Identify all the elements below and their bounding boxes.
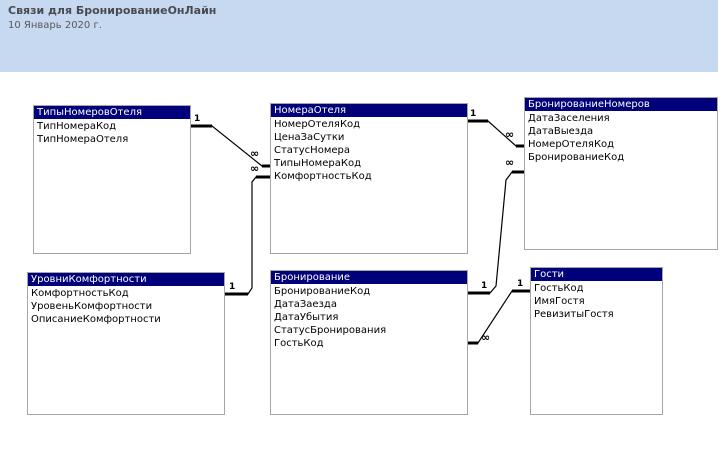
entity-field[interactable]: ДатаУбытия	[274, 312, 339, 323]
entity-field[interactable]: ТипНомераКод	[37, 121, 117, 132]
cardinality-one-marker: 1	[229, 282, 236, 292]
report-date: 10 Январь 2020 г.	[8, 20, 102, 31]
entity-field[interactable]: КомфортностьКод	[31, 288, 129, 299]
cardinality-many-marker: ∞	[505, 156, 515, 169]
entity-field[interactable]: УровеньКомфортности	[31, 301, 153, 312]
entity-field[interactable]: ДатаЗаселения	[528, 113, 610, 124]
entity-field[interactable]: КомфортностьКод	[274, 171, 372, 182]
relationship-line-rel-nomera-bronnomerov[interactable]	[468, 120, 524, 147]
entity-field[interactable]: БронированиеКод	[528, 152, 625, 163]
entity-field[interactable]: ОписаниеКомфортности	[31, 314, 161, 325]
entity-field[interactable]: ГостьКод	[534, 283, 584, 294]
cardinality-many-marker: ∞	[250, 162, 260, 175]
entity-field[interactable]: НомерОтеляКод	[528, 139, 615, 150]
entity-field[interactable]: ИмяГостя	[534, 296, 585, 307]
relationship-line-rel-komfortnost-nomera[interactable]	[225, 176, 270, 295]
cardinality-many-marker: ∞	[481, 331, 491, 344]
entity-field[interactable]: СтатусНомера	[274, 145, 350, 156]
entity-table-title: ТипыНомеровОтеля	[34, 106, 190, 119]
cardinality-one-marker: 1	[470, 109, 477, 119]
entity-field[interactable]: СтатусБронирования	[274, 325, 387, 336]
relationship-line-rel-bronirovanie-bronnomerov[interactable]	[468, 171, 524, 294]
relationship-line-rel-tipy-nomera[interactable]	[191, 125, 270, 167]
entity-field[interactable]: ТипыНомераКод	[274, 158, 361, 169]
entity-table-title: УровниКомфортности	[28, 273, 224, 286]
relationship-line-rel-gosti-bronirovanie[interactable]	[468, 290, 530, 344]
report-header-band: Связи для БронированиеОнЛайн 10 Январь 2…	[0, 0, 718, 72]
cardinality-one-marker: 1	[194, 114, 201, 124]
entity-field[interactable]: БронированиеКод	[274, 286, 371, 297]
cardinality-one-marker: 1	[481, 281, 488, 291]
entity-table-title: БронированиеНомеров	[525, 98, 717, 111]
entity-table-title: Гости	[531, 268, 662, 281]
page-title: Связи для БронированиеОнЛайн	[8, 4, 217, 17]
cardinality-one-marker: 1	[517, 279, 524, 289]
entity-field[interactable]: ДатаВыезда	[528, 126, 594, 137]
entity-field[interactable]: ТипНомераОтеля	[37, 134, 129, 145]
entity-field[interactable]: РевизитыГостя	[534, 309, 614, 320]
cardinality-many-marker: ∞	[505, 128, 515, 141]
entity-field[interactable]: НомерОтеляКод	[274, 119, 361, 130]
cardinality-many-marker: ∞	[250, 147, 260, 160]
entity-table-title: НомераОтеля	[271, 104, 467, 117]
entity-field[interactable]: ДатаЗаезда	[274, 299, 337, 310]
entity-field[interactable]: ГостьКод	[274, 338, 324, 349]
entity-field[interactable]: ЦенаЗаСутки	[274, 132, 345, 143]
entity-table-title: Бронирование	[271, 271, 467, 284]
